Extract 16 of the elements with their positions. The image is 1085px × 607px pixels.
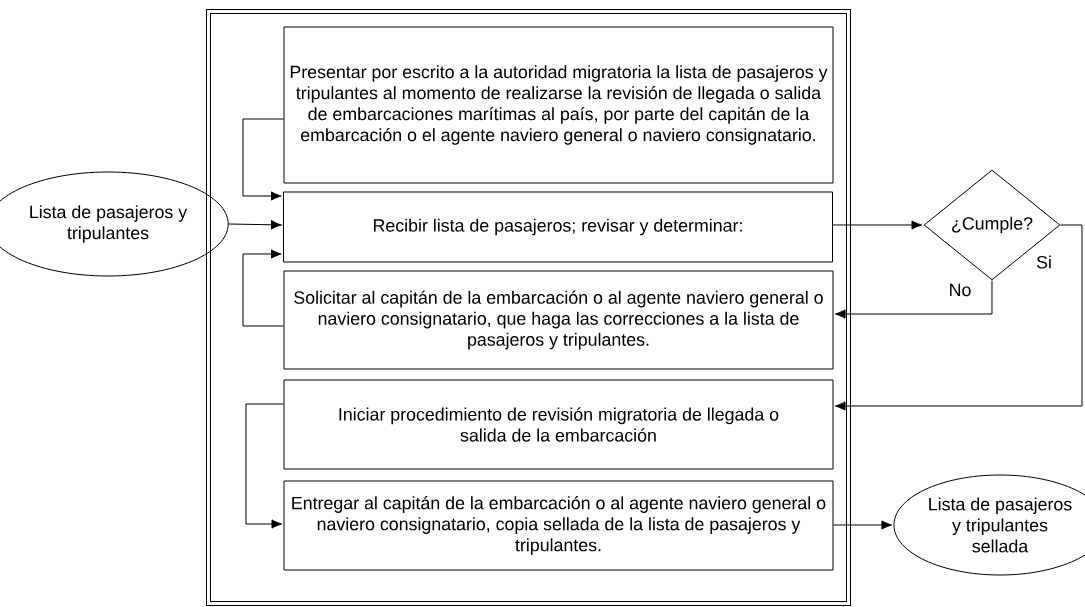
lane-frame <box>206 9 851 606</box>
edge-label: Si <box>1035 254 1053 270</box>
process-box: Recibir lista de pasajeros; revisar y determinar: <box>283 191 833 263</box>
process-box: Presentar por escrito a la autoridad migratoria la lista de pasajeros y tripulantes al momento de realizarse la revisión de llegada o salida de embarcaciones marítimas al país, por parte del capitán de la embarcación o el agente naviero general o naviero consignatario. <box>283 26 834 184</box>
process-box: Entregar al capitán de la embarcación o al agente naviero general o naviero consignatario, copia sellada de la lista de pasajeros y tripulantes. <box>283 480 834 571</box>
process-box: Iniciar procedimiento de revisión migratoria de llegada o salida de la embarcación <box>283 379 834 470</box>
arrow <box>228 220 282 230</box>
arrow <box>242 118 284 201</box>
arrow <box>242 249 284 327</box>
process-box: Solicitar al capitán de la embarcación o al agente naviero general o naviero consignatario, que haga las correcciones a la lista de pasajeros y tripulantes. <box>283 270 834 370</box>
arrow <box>245 403 284 529</box>
arrow <box>833 520 893 530</box>
arrow <box>834 224 1083 411</box>
arrow <box>832 220 923 230</box>
arrow <box>834 280 993 319</box>
edge-label: No <box>947 282 973 298</box>
